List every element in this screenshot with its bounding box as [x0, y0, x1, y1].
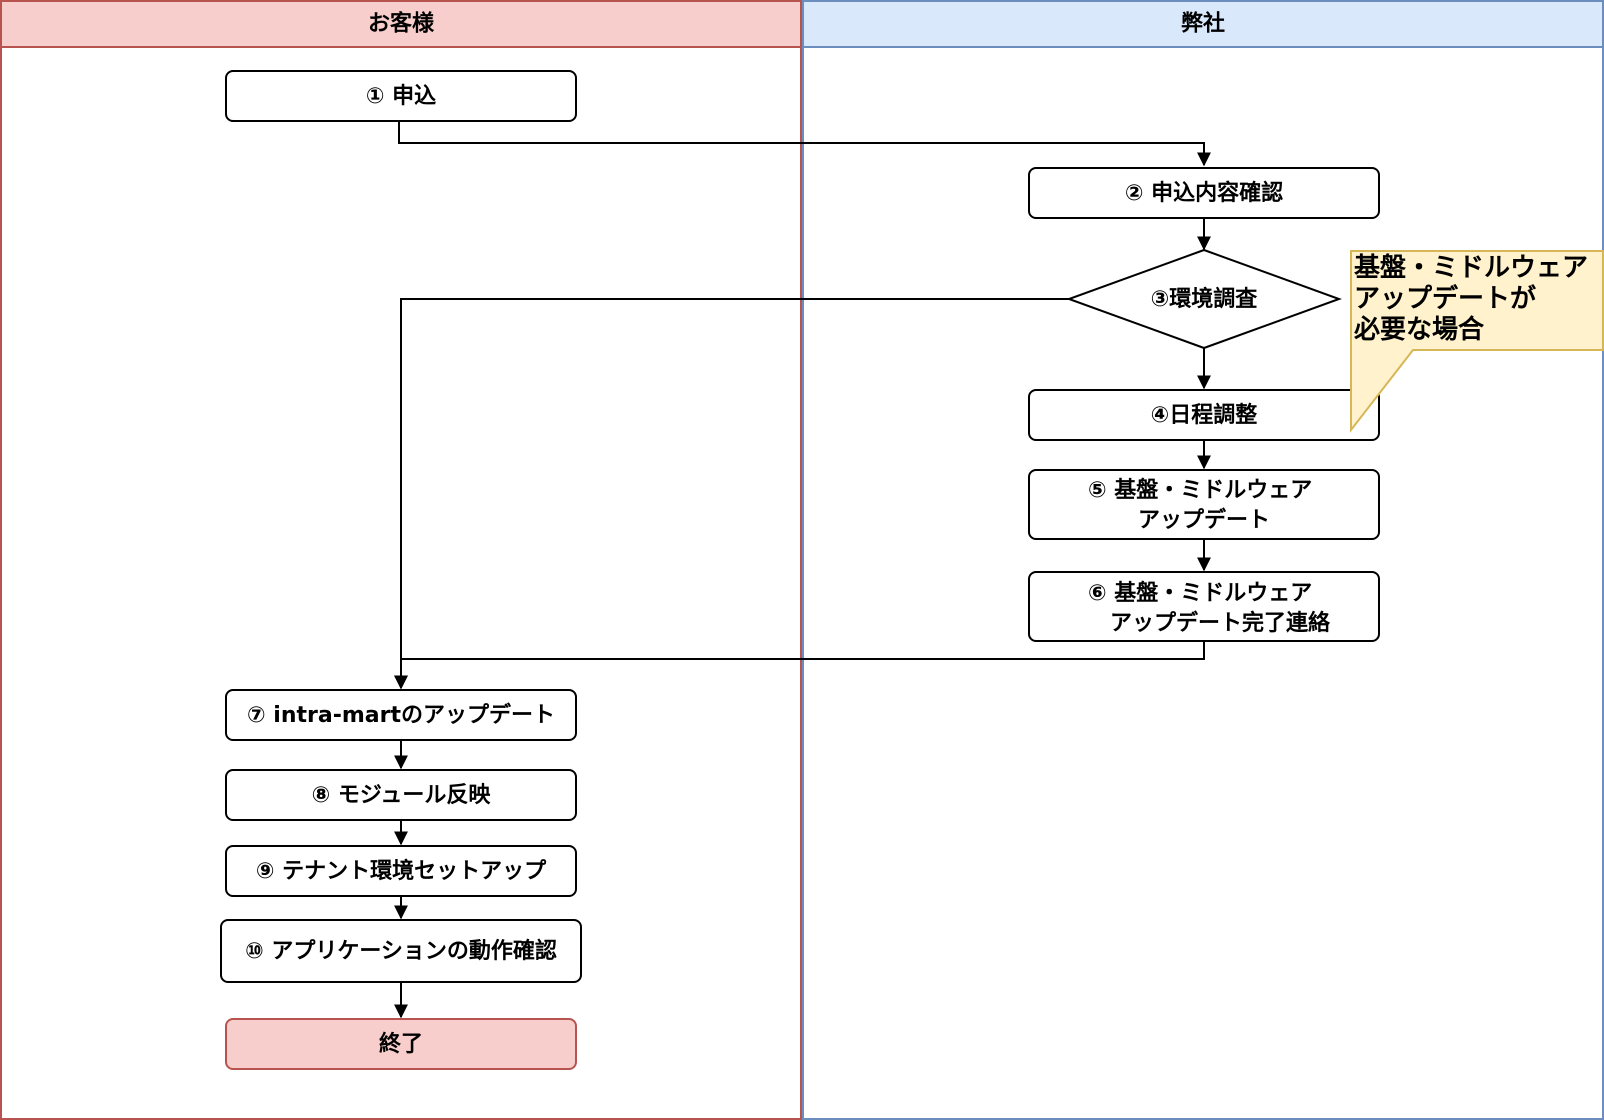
- lane-company-header: [802, 0, 1604, 48]
- condition-callout: 基盤・ミドルウェア アップデートが 必要な場合: [1350, 250, 1604, 433]
- step5-label-line-2: アップデート: [1138, 507, 1270, 533]
- step2-label: ② 申込内容確認: [1125, 180, 1283, 206]
- end-label: 終了: [379, 1031, 423, 1057]
- end-node[interactable]: 終了: [225, 1018, 577, 1070]
- step8-label: ⑧ モジュール反映: [312, 783, 492, 808]
- step4-label-line-1: ④日程調整: [1151, 402, 1258, 428]
- step1-box: [225, 70, 577, 122]
- callout-line-3: 必要な場合: [1354, 314, 1485, 345]
- step3-label: ③環境調査: [1151, 286, 1259, 312]
- edge-step3-to-step7: [394, 298, 1069, 690]
- step5-label: ⑤ 基盤・ミドルウェア アップデート: [1088, 477, 1320, 533]
- step6-label-line-1: ⑥ 基盤・ミドルウェア: [1088, 580, 1312, 606]
- end-box: [225, 1018, 577, 1070]
- step5-label-line-1: ⑤ 基盤・ミドルウェア: [1088, 477, 1312, 503]
- step10-box: [220, 919, 582, 983]
- step1-label-line-1: ① 申込: [366, 84, 436, 109]
- step8-node[interactable]: ⑧ モジュール反映: [225, 769, 577, 821]
- step8-box: [225, 769, 577, 821]
- step7-label: ⑦ intra-martのアップデート: [247, 702, 555, 728]
- step9-box: [225, 845, 577, 897]
- step9-node[interactable]: ⑨ テナント環境セットアップ: [225, 845, 577, 897]
- step4-label: ④日程調整: [1151, 402, 1258, 428]
- step8-label-line-1: ⑧ モジュール反映: [312, 783, 492, 808]
- step7-node[interactable]: ⑦ intra-martのアップデート: [225, 689, 577, 741]
- callout-line-2: アップデートが: [1354, 283, 1536, 314]
- lane-company-title: 弊社: [1181, 11, 1225, 37]
- edge-step6-to-step7: [394, 641, 1205, 690]
- step6-label: ⑥ 基盤・ミドルウェア アップデート完了連絡: [1088, 580, 1331, 636]
- step9-label-line-1: ⑨ テナント環境セットアップ: [256, 858, 547, 884]
- edge-step1-to-step2: [398, 121, 1211, 167]
- step1-node[interactable]: ① 申込: [225, 70, 577, 122]
- step10-label: ⑩ アプリケーションの動作確認: [245, 938, 557, 964]
- callout-line-1: 基盤・ミドルウェア: [1354, 253, 1588, 283]
- end-label-line-1: 終了: [379, 1031, 423, 1057]
- connectors: [394, 121, 1211, 1019]
- step4-node[interactable]: ④日程調整: [1028, 389, 1380, 441]
- lane-customer-header: [0, 0, 802, 48]
- step3-label-line-1: ③環境調査: [1151, 286, 1259, 312]
- step6-label-line-2: アップデート完了連絡: [1110, 610, 1331, 636]
- step9-label: ⑨ テナント環境セットアップ: [256, 858, 547, 884]
- step5-node[interactable]: ⑤ 基盤・ミドルウェア アップデート: [1028, 469, 1380, 540]
- callout-text: 基盤・ミドルウェア アップデートが 必要な場合: [1354, 253, 1597, 345]
- step2-node[interactable]: ② 申込内容確認: [1028, 167, 1380, 219]
- step5-box: [1028, 469, 1380, 540]
- step7-box: [225, 689, 577, 741]
- step1-label: ① 申込: [366, 84, 436, 109]
- step2-label-line-1: ② 申込内容確認: [1125, 180, 1283, 206]
- step7-label-line-1: ⑦ intra-martのアップデート: [247, 702, 555, 728]
- step10-label-line-1: ⑩ アプリケーションの動作確認: [245, 938, 557, 964]
- step3-diamond: [1066, 248, 1342, 350]
- lane-customer-title: お客様: [368, 11, 435, 37]
- step3-decision-node[interactable]: ③環境調査: [1066, 248, 1342, 350]
- step10-node[interactable]: ⑩ アプリケーションの動作確認: [220, 919, 582, 983]
- step2-box: [1028, 167, 1380, 219]
- step6-node[interactable]: ⑥ 基盤・ミドルウェア アップデート完了連絡: [1028, 571, 1380, 642]
- callout-shape: [1350, 250, 1604, 433]
- step4-box: [1028, 389, 1380, 441]
- step6-box: [1028, 571, 1380, 642]
